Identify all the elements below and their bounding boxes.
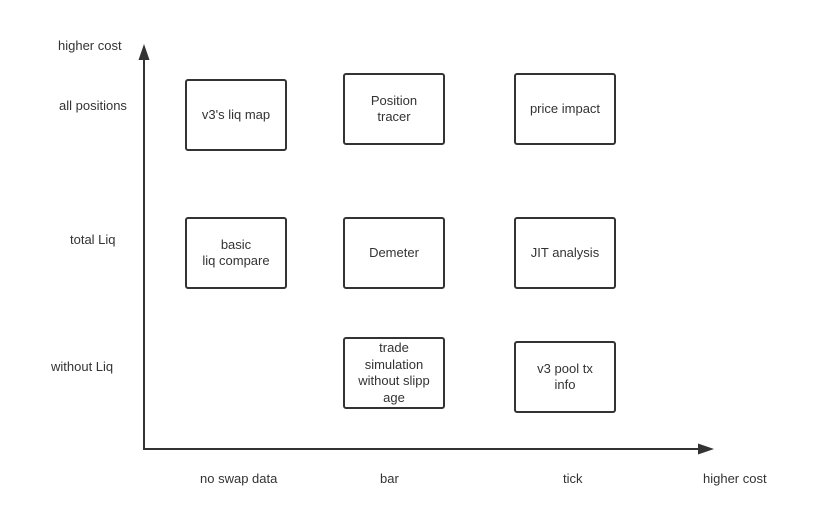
box-basic-liq-compare-label: basic liq compare xyxy=(202,237,270,268)
box-jit-analysis-label: JIT analysis xyxy=(530,245,600,260)
y-axis-title: higher cost xyxy=(58,38,122,53)
y-level-total-liq: total Liq xyxy=(70,232,116,247)
box-position-tracer: Position tracer xyxy=(343,73,445,145)
x-level-tick: tick xyxy=(563,471,583,486)
box-v3-pool-tx-info-label: v3 pool tx info xyxy=(537,361,593,392)
y-level-all-positions: all positions xyxy=(59,98,127,113)
box-position-tracer-label: Position tracer xyxy=(370,93,418,124)
x-axis-title: higher cost xyxy=(703,471,767,486)
box-trade-simulation-label: trade simulation without slipp age xyxy=(358,340,430,405)
box-price-impact-label: price impact xyxy=(529,101,601,116)
box-liq-map-label: v3's liq map xyxy=(201,107,271,122)
x-level-no-swap-data: no swap data xyxy=(200,471,278,486)
box-jit-analysis: JIT analysis xyxy=(514,217,616,289)
box-demeter-label: Demeter xyxy=(369,245,419,260)
y-axis-arrow-icon xyxy=(138,44,150,60)
box-demeter: Demeter xyxy=(343,217,445,289)
box-v3-pool-tx-info: v3 pool tx info xyxy=(514,341,616,413)
x-level-bar: bar xyxy=(380,471,399,486)
box-trade-simulation: trade simulation without slipp age xyxy=(343,337,445,409)
box-price-impact: price impact xyxy=(514,73,616,145)
x-axis-arrow-icon xyxy=(698,443,714,455)
box-liq-map: v3's liq map xyxy=(185,79,287,151)
box-basic-liq-compare: basic liq compare xyxy=(185,217,287,289)
y-level-without-liq: without Liq xyxy=(51,359,114,374)
